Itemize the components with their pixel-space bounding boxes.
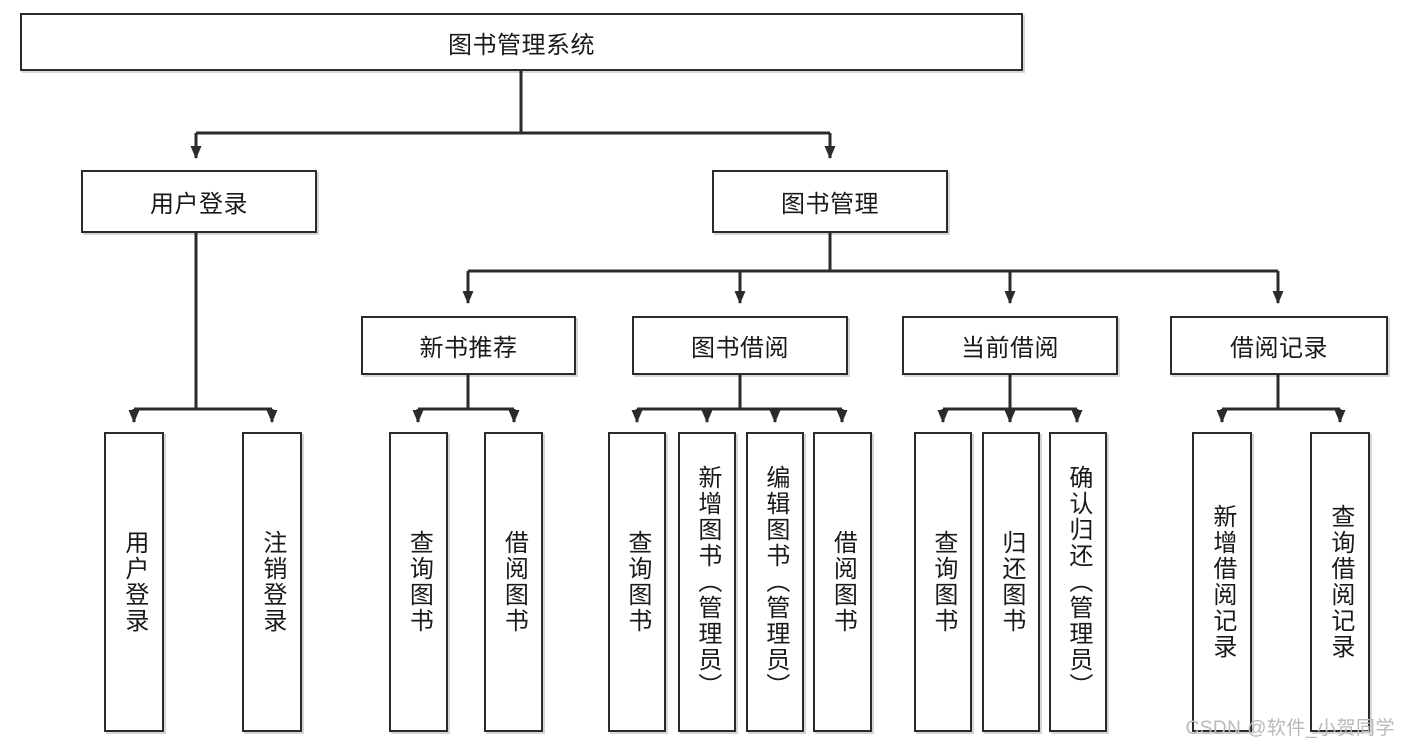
node-leaf-query-book-2[interactable]: 查询图书 bbox=[608, 432, 666, 732]
node-leaf-add-book-label: 新增图书（管理员） bbox=[693, 465, 721, 699]
node-leaf-confirm-return-label: 确认归还（管理员） bbox=[1064, 465, 1092, 699]
node-leaf-query-book-2-label: 查询图书 bbox=[623, 530, 651, 634]
node-leaf-user-login[interactable]: 用户登录 bbox=[104, 432, 164, 732]
node-root[interactable]: 图书管理系统 bbox=[20, 13, 1023, 71]
node-leaf-user-login-label: 用户登录 bbox=[120, 530, 148, 634]
node-user-login[interactable]: 用户登录 bbox=[81, 170, 317, 233]
node-leaf-add-record[interactable]: 新增借阅记录 bbox=[1192, 432, 1252, 732]
node-current-borrow-label: 当前借阅 bbox=[961, 335, 1059, 362]
edge-bookborrow-to-leaves bbox=[631, 375, 848, 423]
node-leaf-return-book[interactable]: 归还图书 bbox=[982, 432, 1040, 732]
node-leaf-return-book-label: 归还图书 bbox=[997, 530, 1025, 634]
node-leaf-borrow-book-2[interactable]: 借阅图书 bbox=[813, 432, 872, 732]
node-new-book-recommend-label: 新书推荐 bbox=[419, 335, 518, 362]
edge-bookmgmt-to-level2 bbox=[462, 233, 1284, 304]
node-new-book-recommend[interactable]: 新书推荐 bbox=[361, 316, 576, 375]
node-leaf-query-record[interactable]: 查询借阅记录 bbox=[1310, 432, 1370, 732]
node-leaf-edit-book[interactable]: 编辑图书（管理员） bbox=[746, 432, 804, 732]
node-current-borrow[interactable]: 当前借阅 bbox=[902, 316, 1118, 375]
node-leaf-borrow-book-1[interactable]: 借阅图书 bbox=[484, 432, 543, 732]
node-leaf-query-book-3[interactable]: 查询图书 bbox=[914, 432, 972, 732]
node-leaf-confirm-return[interactable]: 确认归还（管理员） bbox=[1049, 432, 1107, 732]
node-leaf-add-book[interactable]: 新增图书（管理员） bbox=[678, 432, 736, 732]
node-borrow-record[interactable]: 借阅记录 bbox=[1170, 316, 1388, 375]
node-leaf-query-record-label: 查询借阅记录 bbox=[1326, 504, 1354, 660]
node-leaf-borrow-book-2-label: 借阅图书 bbox=[829, 530, 857, 634]
node-leaf-query-book-3-label: 查询图书 bbox=[929, 530, 957, 634]
node-user-login-label: 用户登录 bbox=[150, 191, 248, 218]
node-book-borrow[interactable]: 图书借阅 bbox=[632, 316, 848, 375]
node-book-borrow-label: 图书借阅 bbox=[691, 335, 789, 362]
node-leaf-borrow-book-1-label: 借阅图书 bbox=[500, 530, 528, 634]
node-book-management[interactable]: 图书管理 bbox=[712, 170, 948, 233]
node-root-label: 图书管理系统 bbox=[448, 31, 595, 59]
node-borrow-record-label: 借阅记录 bbox=[1230, 335, 1328, 362]
node-leaf-add-record-label: 新增借阅记录 bbox=[1208, 504, 1236, 660]
edge-currentborrow-to-leaves bbox=[937, 375, 1083, 423]
node-leaf-query-book-1-label: 查询图书 bbox=[405, 530, 433, 634]
edge-userlogin-to-leaves bbox=[128, 233, 278, 423]
node-leaf-logout-login-label: 注销登录 bbox=[258, 530, 286, 634]
node-leaf-query-book-1[interactable]: 查询图书 bbox=[389, 432, 448, 732]
edge-root-to-level1 bbox=[190, 71, 836, 159]
edge-borrowrecord-to-leaves bbox=[1216, 375, 1346, 423]
node-leaf-edit-book-label: 编辑图书（管理员） bbox=[761, 465, 789, 699]
node-book-management-label: 图书管理 bbox=[781, 191, 879, 218]
node-leaf-logout-login[interactable]: 注销登录 bbox=[242, 432, 302, 732]
edge-newbook-to-leaves bbox=[412, 375, 520, 423]
watermark: CSDN @软件_小贺同学 bbox=[1185, 718, 1395, 739]
